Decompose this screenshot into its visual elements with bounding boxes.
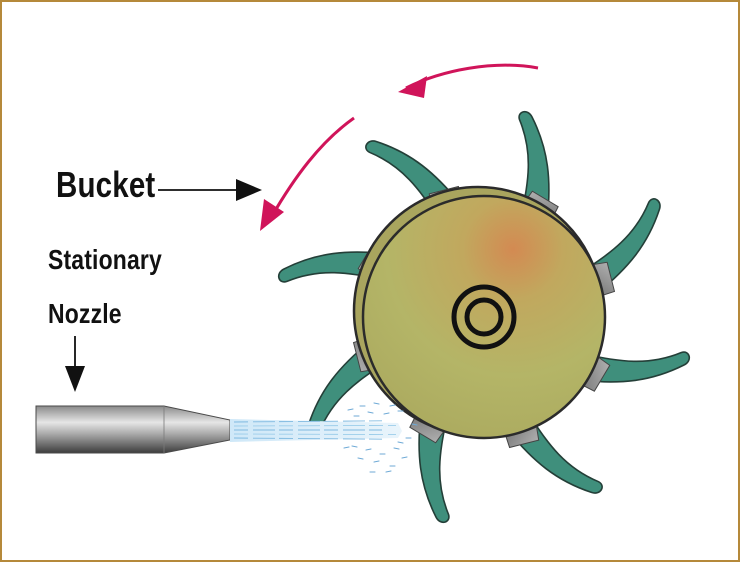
bucket-pointer-arrow-icon <box>158 179 262 201</box>
stationary-label: Stationary <box>48 244 162 275</box>
nozzle-label: Nozzle <box>48 298 122 329</box>
nozzle-pointer-arrow-icon <box>65 336 85 392</box>
bucket-label: Bucket <box>56 164 156 205</box>
nozzle-icon <box>35 405 231 454</box>
rotation-arrow-icon <box>260 63 539 231</box>
wheel-disc <box>361 194 607 440</box>
hub-icon <box>451 284 517 350</box>
water-jet-icon <box>230 402 418 473</box>
pelton-wheel <box>277 110 691 524</box>
